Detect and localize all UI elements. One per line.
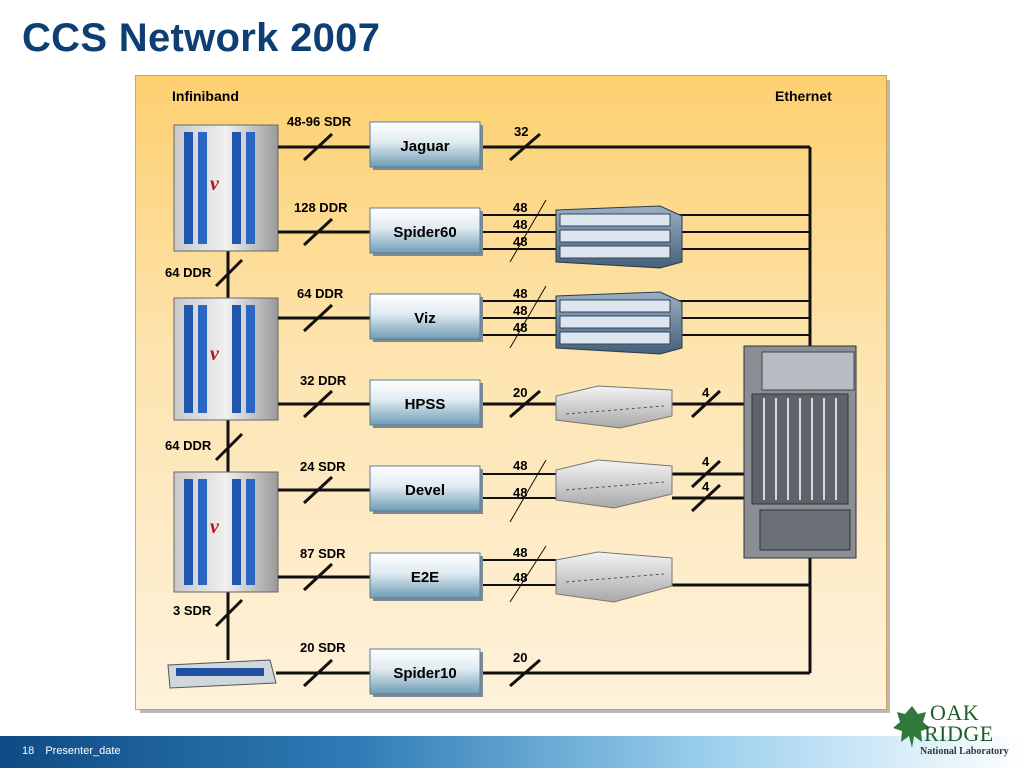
system-box-spider10	[369, 648, 483, 697]
system-label: Spider60	[393, 224, 456, 241]
ib-link-label: 128 DDR	[294, 200, 348, 215]
row-jaguar	[278, 132, 810, 162]
svg-text:v: v	[210, 516, 220, 538]
eth-link-label: 20	[513, 650, 527, 665]
ethernet-header: Ethernet	[775, 88, 832, 104]
ethernet-switch-e2e	[555, 551, 673, 603]
uplink-label: 4	[702, 479, 710, 494]
eth-link-label: 48	[513, 200, 527, 215]
ethernet-switch-hpss	[555, 385, 673, 429]
logo-word-oak: OAK	[930, 700, 980, 725]
system-label: Spider10	[393, 665, 456, 682]
eth-link-label: 48	[513, 303, 527, 318]
system-label: Viz	[414, 310, 435, 327]
ib-link-label: 24 SDR	[300, 459, 346, 474]
oak-leaf-icon	[893, 706, 930, 748]
infiniband-rack-1: v	[173, 124, 279, 252]
eth-link-label: 48	[513, 545, 527, 560]
row-devel	[278, 459, 810, 523]
system-label: Devel	[405, 482, 445, 499]
footer: 18 Presenter_date	[22, 745, 129, 757]
eth-link-label: 48	[513, 234, 527, 249]
infiniband-rack-2: v	[173, 297, 279, 421]
svg-text:v: v	[210, 173, 220, 195]
eth-link-label: 32	[514, 124, 528, 139]
footer-label: Presenter_date	[45, 745, 121, 757]
eth-link-label: 48	[513, 320, 527, 335]
ib-link-label: 87 SDR	[300, 546, 346, 561]
row-viz	[278, 285, 810, 349]
row-spider10	[276, 658, 810, 688]
eth-link-label: 48	[513, 217, 527, 232]
system-box-spider60	[369, 207, 483, 256]
system-label: E2E	[411, 569, 439, 586]
ib-link-label: 20 SDR	[300, 640, 346, 655]
slide-title: CCS Network 2007	[22, 16, 381, 60]
system-label: Jaguar	[400, 138, 449, 155]
footer-bar	[0, 736, 1024, 768]
row-e2e	[278, 545, 810, 603]
system-box-hpss	[369, 379, 483, 428]
page-number: 18	[22, 745, 35, 757]
interlink-label: 64 DDR	[165, 265, 212, 280]
eth-link-label: 48	[513, 286, 527, 301]
logo-subtitle: National Laboratory	[920, 746, 1009, 757]
interlink-label: 3 SDR	[173, 603, 212, 618]
ib-link-label: 64 DDR	[297, 286, 344, 301]
infiniband-edge-switch	[167, 659, 277, 689]
logo-word-ridge: RIDGE	[924, 721, 994, 746]
system-box-devel	[369, 465, 483, 514]
ib-link-label: 32 DDR	[300, 373, 347, 388]
eth-link-label: 48	[513, 458, 527, 473]
ethernet-switch-devel	[555, 459, 673, 509]
ethernet-switch-stack-2	[555, 291, 683, 355]
eth-link-label: 20	[513, 385, 527, 400]
ib-link-label: 48-96 SDR	[287, 114, 352, 129]
system-label: HPSS	[405, 396, 446, 413]
row-hpss	[278, 389, 810, 419]
system-box-viz	[369, 293, 483, 342]
system-box-e2e	[369, 552, 483, 601]
row-spider60	[278, 199, 810, 263]
ethernet-core-chassis	[743, 345, 857, 559]
uplink-label: 4	[702, 385, 710, 400]
interlink-label: 64 DDR	[165, 438, 212, 453]
infiniband-header: Infiniband	[172, 88, 239, 104]
eth-link-label: 48	[513, 570, 527, 585]
infiniband-rack-3: v	[173, 471, 279, 593]
system-box-jaguar	[369, 121, 483, 170]
eth-link-label: 48	[513, 485, 527, 500]
ethernet-switch-stack-1	[555, 205, 683, 269]
svg-text:v: v	[210, 343, 220, 365]
uplink-label: 4	[702, 454, 710, 469]
